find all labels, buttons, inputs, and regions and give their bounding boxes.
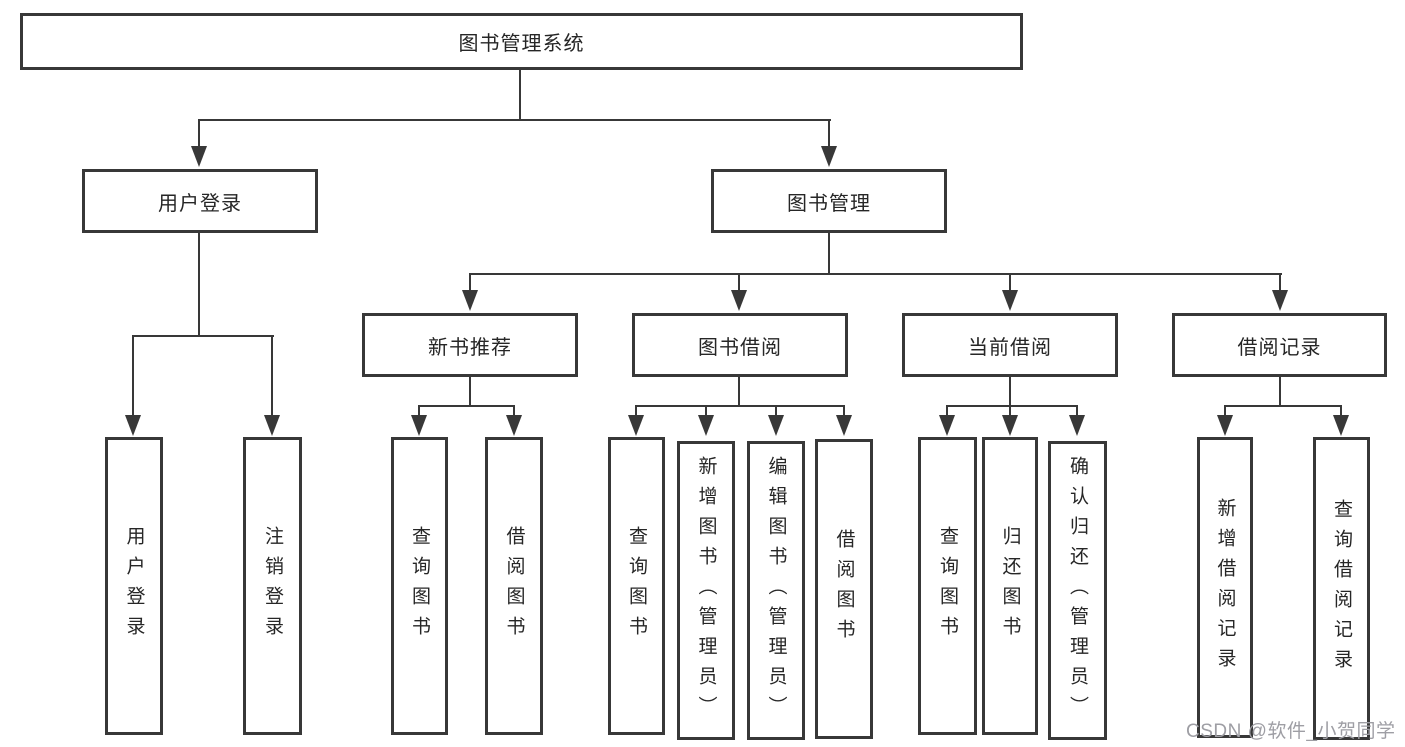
- connector-root-stem: [519, 70, 521, 121]
- connector-splitter: [1224, 405, 1342, 407]
- arrowhead-down-icon: [411, 415, 427, 436]
- arrowhead-down-icon: [1002, 290, 1018, 311]
- leaf-return-books: 归还图书: [982, 437, 1038, 735]
- connector-shaft: [1009, 273, 1011, 291]
- leaf-edit-book-admin-label: 编辑图书（管理员）: [765, 455, 787, 726]
- connector-shaft: [1340, 405, 1342, 417]
- connector-splitter: [418, 405, 515, 407]
- leaf-user-login-label: 用户登录: [123, 526, 145, 646]
- arrowhead-down-icon: [628, 415, 644, 436]
- node-book-borrow-label: 图书借阅: [698, 336, 782, 359]
- arrowhead-down-icon: [1272, 290, 1288, 311]
- arrowhead-down-icon: [1002, 415, 1018, 436]
- connector-level3-splitter: [469, 273, 1282, 275]
- node-root-label: 图书管理系统: [458, 33, 585, 55]
- connector-shaft: [705, 405, 707, 417]
- leaf-edit-book-admin: 编辑图书（管理员）: [747, 441, 805, 740]
- leaf-query-borrow-record: 查询借阅记录: [1313, 437, 1370, 740]
- connector-shaft: [132, 335, 134, 416]
- leaf-borrow-books-1-label: 借阅图书: [503, 526, 525, 646]
- leaf-add-borrow-record-label: 新增借阅记录: [1214, 497, 1236, 678]
- connector-shaft: [513, 405, 515, 417]
- arrowhead-down-icon: [836, 415, 852, 436]
- connector-shaft: [271, 335, 273, 416]
- connector-stem: [469, 377, 471, 407]
- arrowhead-down-icon: [462, 290, 478, 311]
- arrowhead-down-icon: [191, 146, 207, 167]
- connector-splitter: [635, 405, 845, 407]
- leaf-query-borrow-record-label: 查询借阅记录: [1331, 498, 1352, 679]
- connector-shaft: [418, 405, 420, 417]
- leaf-query-books-1-label: 查询图书: [409, 526, 430, 646]
- node-current-borrow: 当前借阅: [902, 313, 1118, 377]
- connector-shaft: [738, 273, 740, 291]
- connector-book-management-stem: [828, 233, 830, 275]
- arrowhead-down-icon: [1217, 415, 1233, 436]
- node-new-book-recommend: 新书推荐: [362, 313, 578, 377]
- node-user-login: 用户登录: [82, 169, 318, 233]
- leaf-add-borrow-record: 新增借阅记录: [1197, 437, 1253, 738]
- arrowhead-down-icon: [698, 415, 714, 436]
- node-user-login-label: 用户登录: [158, 192, 242, 215]
- connector-shaft: [469, 273, 471, 291]
- arrowhead-down-icon: [264, 415, 280, 436]
- node-borrow-records: 借阅记录: [1172, 313, 1387, 377]
- csdn-watermark: CSDN @软件_小贺同学: [1186, 721, 1396, 742]
- leaf-borrow-books-1: 借阅图书: [485, 437, 543, 735]
- arrowhead-down-icon: [821, 146, 837, 167]
- leaf-logout: 注销登录: [243, 437, 302, 735]
- connector-user-login-splitter: [132, 335, 274, 337]
- leaf-confirm-return-admin: 确认归还（管理员）: [1048, 441, 1107, 740]
- connector-shaft: [635, 405, 637, 417]
- arrowhead-down-icon: [768, 415, 784, 436]
- node-book-management: 图书管理: [711, 169, 947, 233]
- connector-stem: [1279, 377, 1281, 407]
- leaf-query-books-3-label: 查询图书: [937, 526, 958, 646]
- connector-shaft: [843, 405, 845, 417]
- leaf-query-books-2-label: 查询图书: [626, 526, 647, 646]
- connector-stem: [1009, 377, 1011, 407]
- connector-user-login-stem: [198, 233, 200, 337]
- leaf-query-books-3: 查询图书: [918, 437, 977, 735]
- arrowhead-down-icon: [1333, 415, 1349, 436]
- node-current-borrow-label: 当前借阅: [968, 336, 1052, 359]
- connector-shaft: [1279, 273, 1281, 291]
- connector-stem: [738, 377, 740, 407]
- leaf-query-books-2: 查询图书: [608, 437, 665, 735]
- leaf-borrow-books-2-label: 借阅图书: [833, 529, 855, 649]
- leaf-return-books-label: 归还图书: [999, 526, 1021, 646]
- connector-shaft: [198, 119, 200, 147]
- arrowhead-down-icon: [1069, 415, 1085, 436]
- connector-shaft: [828, 119, 830, 147]
- node-new-book-recommend-label: 新书推荐: [428, 336, 512, 359]
- connector-shaft: [775, 405, 777, 417]
- arrowhead-down-icon: [939, 415, 955, 436]
- leaf-confirm-return-admin-label: 确认归还（管理员）: [1067, 455, 1088, 726]
- leaf-logout-label: 注销登录: [262, 526, 283, 646]
- node-root: 图书管理系统: [20, 13, 1023, 70]
- leaf-user-login: 用户登录: [105, 437, 163, 735]
- leaf-borrow-books-2: 借阅图书: [815, 439, 873, 739]
- arrowhead-down-icon: [506, 415, 522, 436]
- leaf-add-book-admin: 新增图书（管理员）: [677, 441, 735, 740]
- leaf-add-book-admin-label: 新增图书（管理员）: [695, 455, 717, 726]
- leaf-query-books-1: 查询图书: [391, 437, 448, 735]
- connector-splitter: [946, 405, 1078, 407]
- connector-shaft: [1009, 405, 1011, 417]
- connector-shaft: [946, 405, 948, 417]
- connector-shaft: [1076, 405, 1078, 417]
- node-book-borrow: 图书借阅: [632, 313, 848, 377]
- arrowhead-down-icon: [731, 290, 747, 311]
- arrowhead-down-icon: [125, 415, 141, 436]
- connector-shaft: [1224, 405, 1226, 417]
- node-book-management-label: 图书管理: [787, 192, 871, 215]
- connector-level2-splitter: [198, 119, 831, 121]
- node-borrow-records-label: 借阅记录: [1237, 336, 1322, 359]
